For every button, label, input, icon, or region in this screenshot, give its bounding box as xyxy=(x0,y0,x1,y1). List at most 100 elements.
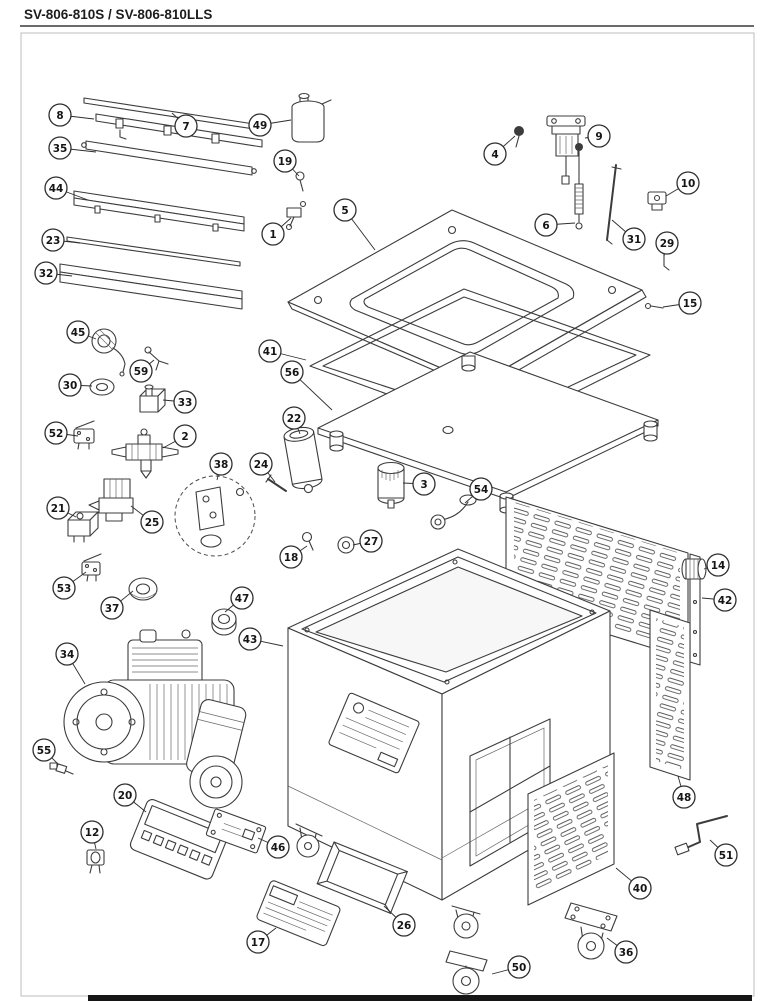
svg-text:42: 42 xyxy=(718,595,733,607)
bushing-part-47 xyxy=(211,608,237,636)
svg-text:50: 50 xyxy=(512,962,527,974)
svg-text:47: 47 xyxy=(235,593,250,605)
callout-22: 22 xyxy=(282,406,306,435)
screw-part-19 xyxy=(295,171,305,192)
svg-text:49: 49 xyxy=(253,120,268,132)
crank-handle-part-51 xyxy=(674,815,728,856)
plate-foot xyxy=(643,420,658,442)
fitting-part-55 xyxy=(49,762,74,775)
rod-part-6 xyxy=(574,143,584,230)
fitting-part-33 xyxy=(139,384,166,413)
callout-7: 7 xyxy=(171,112,198,138)
svg-text:29: 29 xyxy=(660,238,675,250)
svg-text:34: 34 xyxy=(60,649,75,661)
cylinder-part-22 xyxy=(283,426,323,494)
svg-text:55: 55 xyxy=(37,745,52,757)
callout-18: 18 xyxy=(279,545,308,569)
svg-text:35: 35 xyxy=(53,143,68,155)
side-louver-panel-part-48 xyxy=(649,609,691,781)
caster-part-50 xyxy=(445,950,488,995)
caster-attached-left xyxy=(295,823,323,858)
callout-9: 9 xyxy=(584,124,611,148)
seal-bars-group xyxy=(59,97,263,310)
switch-part-21 xyxy=(67,511,99,543)
svg-text:14: 14 xyxy=(711,560,726,572)
svg-text:59: 59 xyxy=(134,366,149,378)
caster-part-36 xyxy=(564,902,618,960)
callout-1: 1 xyxy=(261,217,292,246)
svg-text:20: 20 xyxy=(118,790,133,802)
screw-part-15 xyxy=(644,302,664,310)
svg-text:36: 36 xyxy=(619,947,634,959)
callout-35: 35 xyxy=(48,136,97,160)
callout-42: 42 xyxy=(701,588,737,612)
svg-text:32: 32 xyxy=(39,268,54,280)
callout-40: 40 xyxy=(615,867,652,900)
spec-label-part-17 xyxy=(256,880,341,947)
grommet-part-30 xyxy=(89,378,115,396)
drip-tray-part-26 xyxy=(316,841,408,914)
callout-12: 12 xyxy=(80,820,104,850)
callout-51: 51 xyxy=(709,839,738,867)
plate-foot xyxy=(461,355,476,372)
fork-part-59 xyxy=(144,346,169,371)
callout-20: 20 xyxy=(113,783,147,813)
svg-text:2: 2 xyxy=(181,431,188,443)
vent-panel-part-40 xyxy=(527,752,615,906)
svg-text:18: 18 xyxy=(284,552,299,564)
callout-8: 8 xyxy=(48,103,95,127)
callout-34: 34 xyxy=(55,642,86,685)
callout-44: 44 xyxy=(44,176,89,201)
callout-27: 27 xyxy=(352,529,383,553)
solenoid-part-9 xyxy=(546,115,586,185)
svg-text:56: 56 xyxy=(285,367,300,379)
svg-text:45: 45 xyxy=(71,327,86,339)
svg-text:46: 46 xyxy=(271,842,286,854)
callout-17: 17 xyxy=(246,927,277,954)
button-part-18 xyxy=(301,531,314,551)
svg-text:48: 48 xyxy=(677,792,692,804)
callout-56: 56 xyxy=(280,360,333,411)
ring-part-37 xyxy=(128,577,158,601)
callout-30: 30 xyxy=(58,373,93,397)
callout-54: 54 xyxy=(464,477,493,504)
callout-46: 46 xyxy=(257,835,290,859)
svg-text:15: 15 xyxy=(683,298,698,310)
rod-part-31 xyxy=(606,164,622,245)
svg-text:37: 37 xyxy=(105,603,120,615)
svg-text:21: 21 xyxy=(51,503,66,515)
callout-36: 36 xyxy=(606,937,638,964)
switch-part-53 xyxy=(81,553,102,582)
solenoid-valve-part-25 xyxy=(88,478,134,522)
coupler-part-14 xyxy=(681,558,707,580)
callout-6: 6 xyxy=(534,213,576,237)
svg-text:33: 33 xyxy=(178,397,193,409)
callout-15: 15 xyxy=(662,291,702,315)
svg-text:6: 6 xyxy=(542,220,549,232)
pcb-part-46 xyxy=(205,808,267,854)
callout-37: 37 xyxy=(100,590,134,620)
svg-text:8: 8 xyxy=(56,110,63,122)
vacuum-pump-part-34 xyxy=(63,629,247,809)
plug-part-4 xyxy=(514,126,524,148)
callout-45: 45 xyxy=(66,320,97,344)
callout-23: 23 xyxy=(41,228,81,252)
page-title: SV-806-810S / SV-806-810LLS xyxy=(24,7,212,22)
micro-switch-part-52 xyxy=(73,420,95,450)
svg-text:1: 1 xyxy=(269,229,276,241)
callout-24: 24 xyxy=(249,452,276,483)
svg-text:40: 40 xyxy=(633,883,648,895)
svg-text:4: 4 xyxy=(491,149,498,161)
svg-text:17: 17 xyxy=(251,937,266,949)
svg-text:7: 7 xyxy=(182,121,189,133)
svg-text:23: 23 xyxy=(46,235,61,247)
svg-text:10: 10 xyxy=(681,178,696,190)
svg-text:25: 25 xyxy=(145,517,160,529)
callout-5: 5 xyxy=(333,198,376,251)
svg-text:38: 38 xyxy=(214,459,229,471)
callout-2: 2 xyxy=(162,424,197,449)
svg-text:31: 31 xyxy=(627,234,642,246)
detail-circle-part-38 xyxy=(174,475,256,557)
